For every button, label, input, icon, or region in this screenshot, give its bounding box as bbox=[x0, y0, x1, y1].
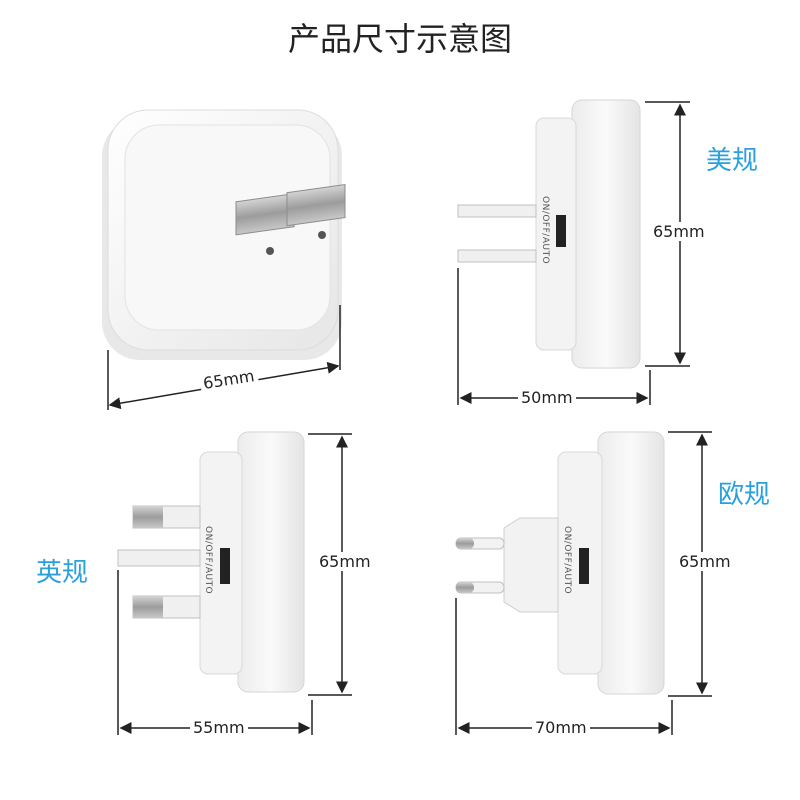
front-view-device bbox=[102, 109, 346, 360]
eu-pin-lower-metal bbox=[456, 582, 474, 593]
eu-pin-upper-metal bbox=[456, 538, 474, 549]
eu-depth-label: 70mm bbox=[532, 718, 590, 737]
us-prong-upper bbox=[457, 204, 537, 218]
uk-switch-label: ON/OFF/AUTO bbox=[203, 526, 213, 595]
uk-pin-middle bbox=[117, 549, 201, 567]
region-label-us: 美规 bbox=[706, 146, 759, 176]
region-label-uk: 英规 bbox=[36, 558, 89, 588]
uk-depth-label: 55mm bbox=[190, 718, 248, 737]
eu-height-label: 65mm bbox=[676, 552, 734, 571]
us-height-label: 65mm bbox=[650, 222, 708, 241]
uk-side-view-device bbox=[117, 431, 305, 693]
eu-side-view-device bbox=[455, 431, 665, 695]
us-depth-label: 50mm bbox=[518, 388, 576, 407]
eu-plug-base bbox=[503, 517, 559, 613]
region-label-eu: 欧规 bbox=[718, 480, 771, 510]
eu-switch bbox=[579, 548, 589, 584]
us-side-view-device bbox=[457, 99, 641, 369]
front-face bbox=[124, 124, 331, 331]
eu-switch-label: ON/OFF/AUTO bbox=[562, 526, 572, 595]
uk-pin-lower-metal bbox=[133, 596, 163, 618]
uk-switch bbox=[220, 548, 230, 584]
us-prong-right bbox=[286, 183, 346, 239]
uk-pin-upper-metal bbox=[133, 506, 163, 528]
us-switch bbox=[556, 215, 566, 247]
us-prong-lower bbox=[457, 249, 537, 263]
eu-body-back bbox=[597, 431, 665, 695]
us-switch-label: ON/OFF/AUTO bbox=[540, 196, 550, 265]
page-title: 产品尺寸示意图 bbox=[287, 20, 512, 58]
uk-height-label: 65mm bbox=[316, 552, 374, 571]
uk-body-back bbox=[237, 431, 305, 693]
us-body-back bbox=[571, 99, 641, 369]
